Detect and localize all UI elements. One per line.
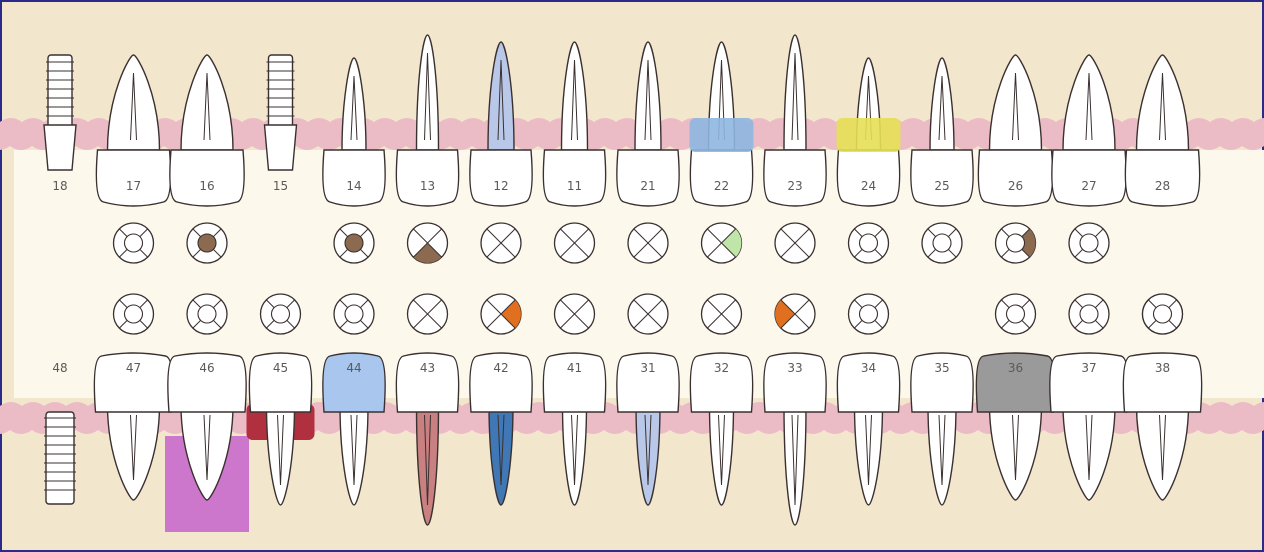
symbol-15-b — [261, 294, 301, 334]
symbol-17-a — [114, 223, 154, 263]
tooth-number: 16 — [199, 179, 214, 193]
symbol-13-a — [408, 223, 448, 263]
tooth-crown — [96, 150, 170, 206]
symbol-12-a — [481, 223, 521, 263]
tooth-number: 42 — [493, 361, 508, 375]
symbol-24-a — [849, 223, 889, 263]
symbol-22-a — [702, 223, 742, 263]
occlusal-surface — [860, 234, 878, 252]
tooth-number: 22 — [714, 179, 729, 193]
tooth-number: 47 — [126, 361, 141, 375]
tooth-number: 43 — [420, 361, 435, 375]
tooth-number: 32 — [714, 361, 729, 375]
symbol-23-b — [775, 294, 815, 334]
implant-abutment — [44, 125, 76, 170]
symbol-11-b — [555, 294, 595, 334]
symbol-23-a — [775, 223, 815, 263]
tooth-number: 46 — [199, 361, 214, 375]
gum-mark — [837, 118, 901, 152]
symbol-26-a — [996, 223, 1036, 263]
tooth-crown — [323, 150, 385, 206]
tooth-crown — [470, 150, 532, 206]
symbol-28-b — [1143, 294, 1183, 334]
tooth-number: 21 — [640, 179, 655, 193]
tooth-crown — [978, 150, 1052, 206]
occlusal-surface — [345, 234, 363, 252]
tooth-crown — [837, 150, 899, 206]
symbol-21-a — [628, 223, 668, 263]
tooth-crown — [170, 150, 244, 206]
implant-abutment — [265, 125, 297, 170]
tooth-number: 24 — [861, 179, 876, 193]
tooth-number: 34 — [861, 361, 876, 375]
occlusal-surface — [1154, 305, 1172, 323]
lower-tooth-46: 46 — [165, 353, 249, 532]
tooth-crown — [911, 150, 973, 206]
tooth-number: 27 — [1081, 179, 1096, 193]
symbol-16-a — [187, 223, 227, 263]
occlusal-surface — [198, 234, 216, 252]
occlusal-surface — [272, 305, 290, 323]
implant-fixture — [48, 55, 72, 135]
tooth-number: 44 — [346, 361, 361, 375]
occlusal-surface — [1080, 234, 1098, 252]
tooth-number: 45 — [273, 361, 288, 375]
tooth-number: 25 — [934, 179, 949, 193]
tooth-crown — [1052, 150, 1126, 206]
symbol-14-a — [334, 223, 374, 263]
symbol-26-b — [996, 294, 1036, 334]
symbol-25-a — [922, 223, 962, 263]
tooth-crown — [543, 150, 605, 206]
symbol-27-b — [1069, 294, 1109, 334]
tooth-number: 37 — [1081, 361, 1096, 375]
tooth-crown — [396, 150, 458, 206]
tooth-crown — [617, 150, 679, 206]
symbol-12-b — [481, 294, 521, 334]
tooth-number: 17 — [126, 179, 141, 193]
tooth-number: 48 — [52, 361, 67, 375]
symbol-11-a — [555, 223, 595, 263]
tooth-number: 31 — [640, 361, 655, 375]
symbol-24-b — [849, 294, 889, 334]
occlusal-surface — [1080, 305, 1098, 323]
symbol-16-b — [187, 294, 227, 334]
tooth-number: 12 — [493, 179, 508, 193]
tooth-number: 35 — [934, 361, 949, 375]
tooth-number: 14 — [346, 179, 361, 193]
tooth-number: 11 — [567, 179, 582, 193]
tooth-number: 26 — [1008, 179, 1023, 193]
occlusal-surface — [198, 305, 216, 323]
tooth-number: 13 — [420, 179, 435, 193]
gum-mark — [690, 118, 754, 152]
occlusal-surface — [1007, 305, 1025, 323]
tooth-number: 36 — [1008, 361, 1023, 375]
tooth-number: 18 — [52, 179, 67, 193]
tooth-number: 15 — [273, 179, 288, 193]
tooth-number: 23 — [787, 179, 802, 193]
tooth-number: 38 — [1155, 361, 1170, 375]
symbol-17-b — [114, 294, 154, 334]
symbol-22-b — [702, 294, 742, 334]
tooth-crown — [764, 150, 826, 206]
occlusal-surface — [933, 234, 951, 252]
symbol-21-b — [628, 294, 668, 334]
occlusal-surface — [125, 234, 143, 252]
occlusal-surface — [860, 305, 878, 323]
occlusal-surface — [345, 305, 363, 323]
symbol-14-b — [334, 294, 374, 334]
symbol-27-a — [1069, 223, 1109, 263]
tooth-number: 28 — [1155, 179, 1170, 193]
symbol-13-b — [408, 294, 448, 334]
occlusal-surface — [125, 305, 143, 323]
tooth-number: 41 — [567, 361, 582, 375]
tooth-crown — [1125, 150, 1199, 206]
tooth-number: 33 — [787, 361, 802, 375]
occlusal-surface — [1007, 234, 1025, 252]
tooth-crown — [690, 150, 752, 206]
implant-fixture — [269, 55, 293, 135]
